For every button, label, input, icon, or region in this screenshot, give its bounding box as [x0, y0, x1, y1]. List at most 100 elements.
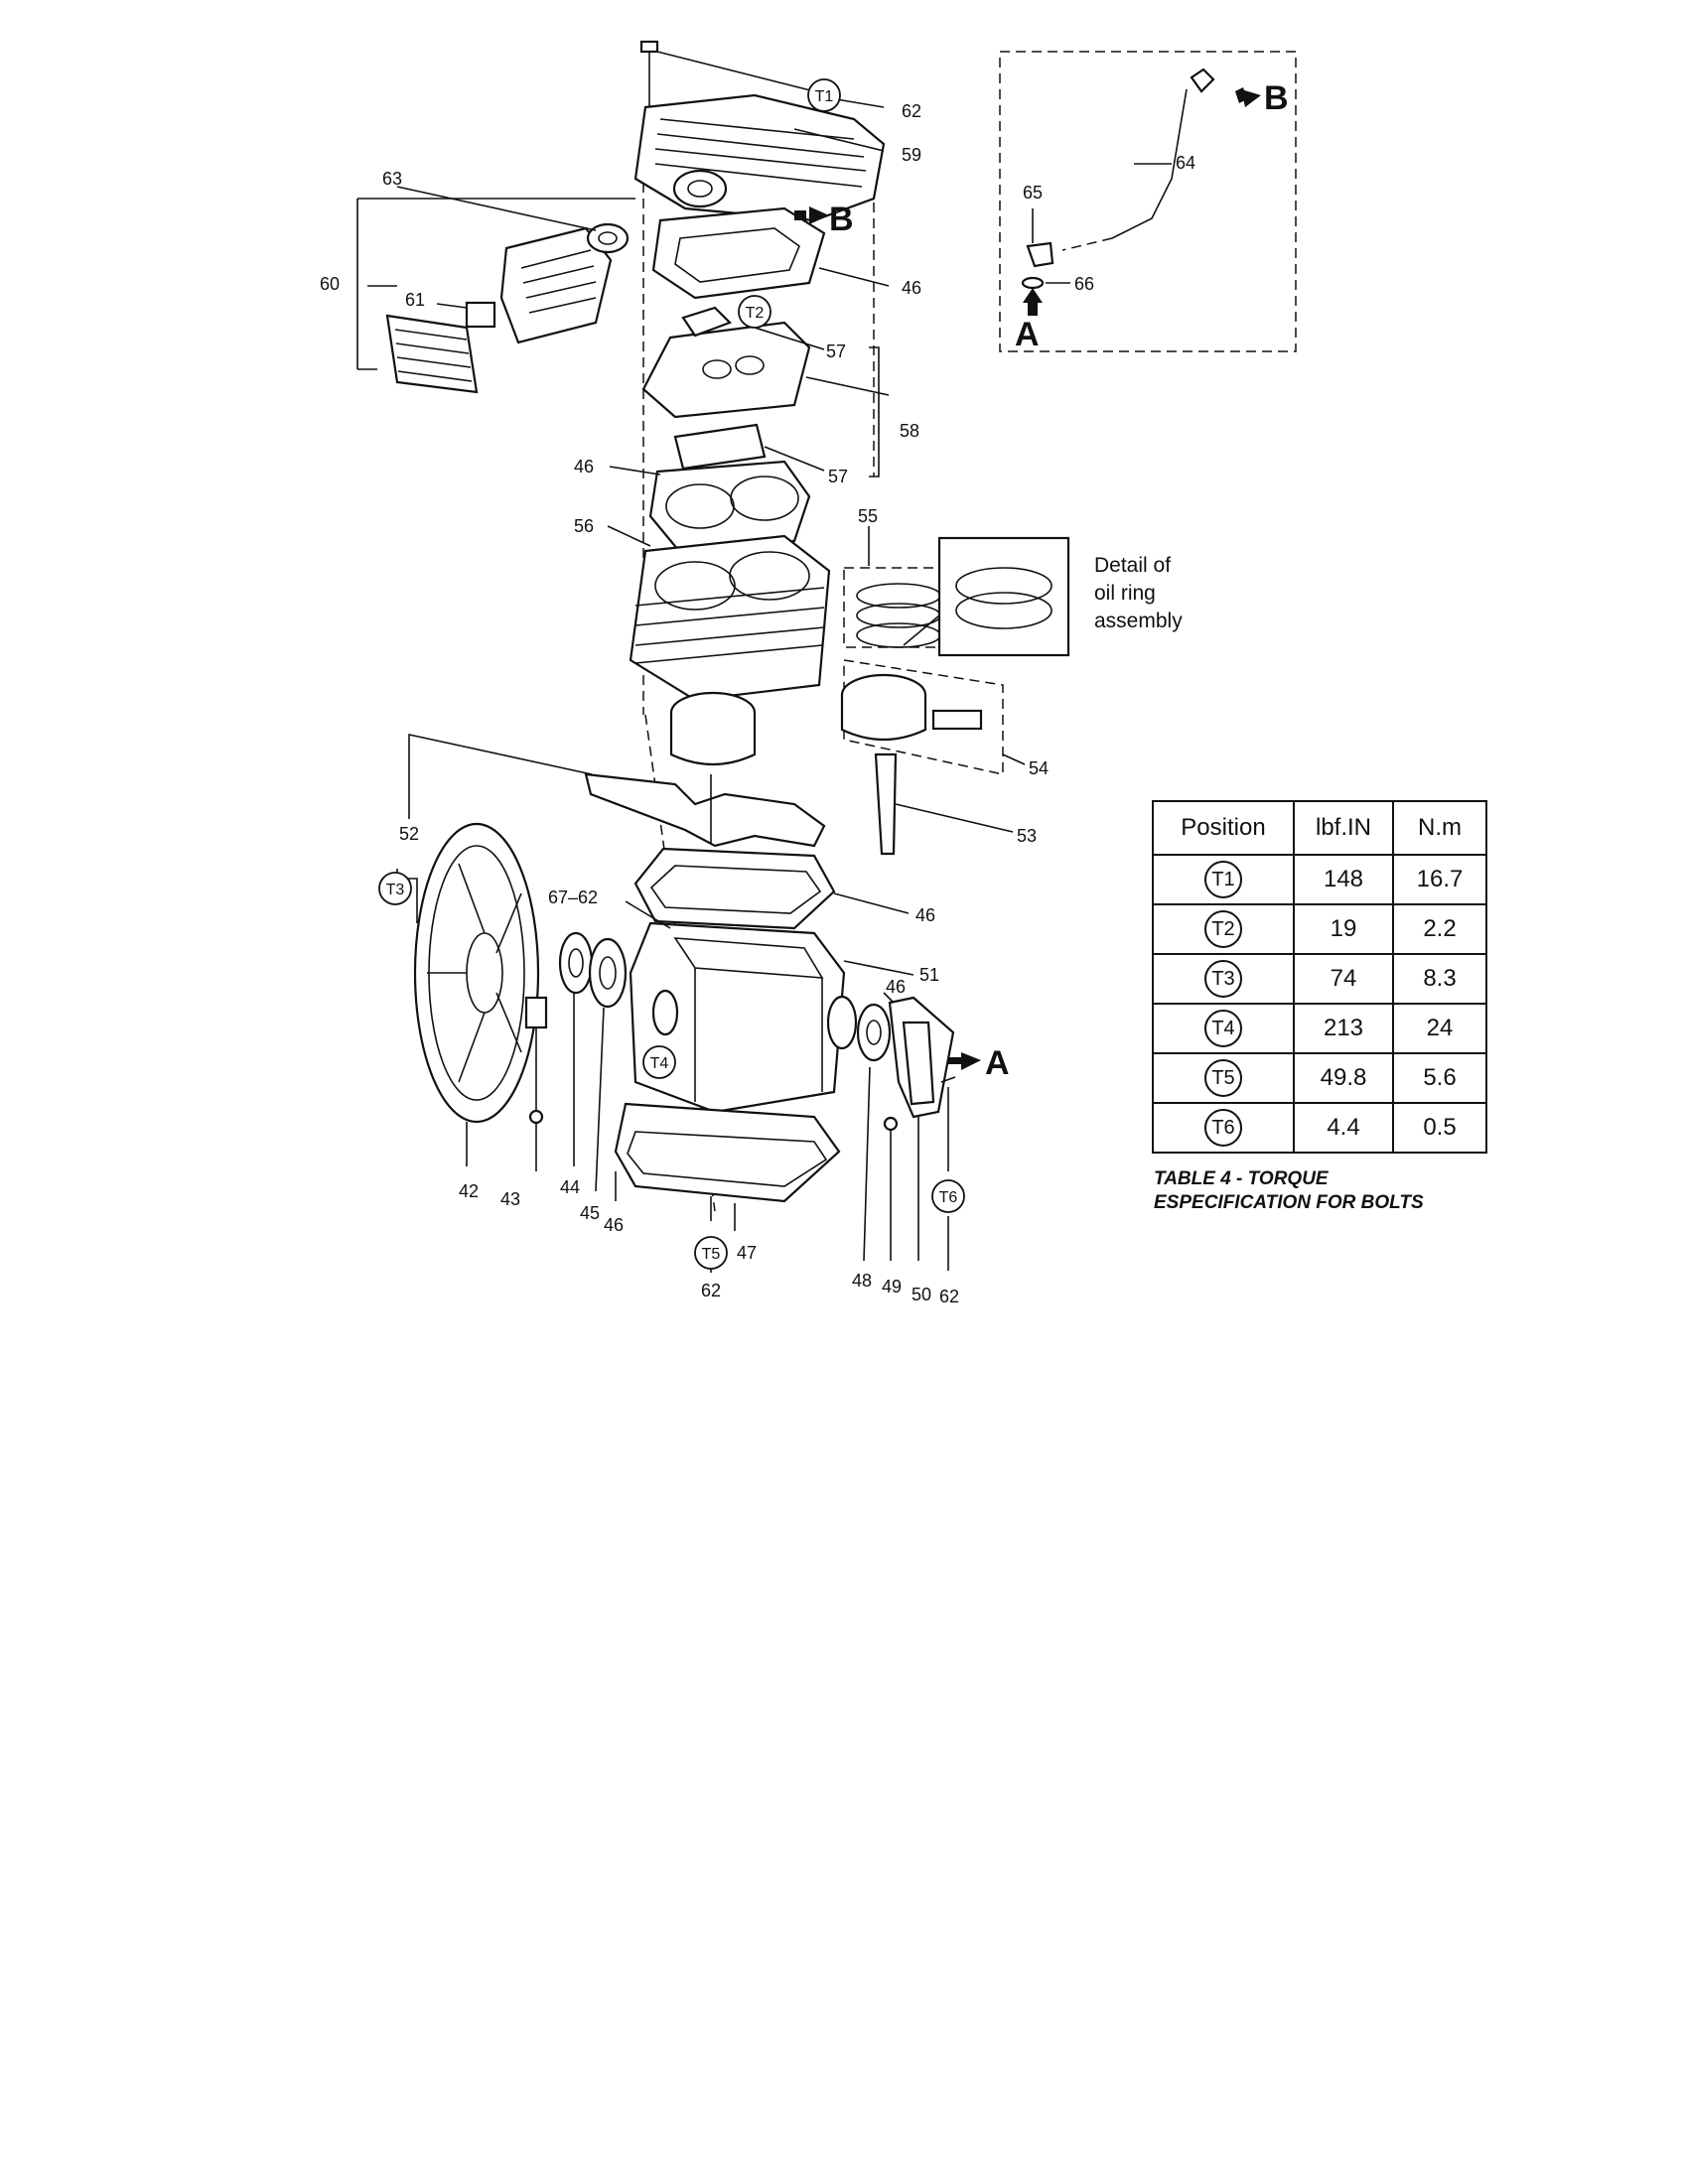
torque-marker-t1: T1	[807, 78, 841, 112]
position-cell: T4	[1152, 1003, 1295, 1054]
flow-label-b-inset: B	[1264, 79, 1289, 117]
nm-cell: 5.6	[1392, 1052, 1487, 1104]
lbf-in-cell: 4.4	[1293, 1102, 1394, 1154]
oil-pan	[614, 1102, 841, 1221]
torque-marker-t3: T3	[378, 872, 412, 905]
position-badge: T5	[1204, 1059, 1242, 1097]
lbf-in-cell: 148	[1293, 854, 1394, 905]
head-gasket-upper	[651, 206, 826, 300]
callout-63: 63	[382, 169, 402, 189]
position-badge: T2	[1204, 910, 1242, 948]
oil-breather-inset	[999, 51, 1297, 352]
callout-57-b: 57	[828, 467, 848, 486]
svg-text:T2: T2	[746, 305, 765, 322]
lbf-in-cell: 74	[1293, 953, 1394, 1005]
lbf-in-cell: 213	[1293, 1003, 1394, 1054]
crankshaft	[584, 691, 826, 848]
header-nm: N.m	[1392, 800, 1487, 856]
position-badge: T3	[1204, 960, 1242, 998]
callout-62-bottom: 62	[701, 1281, 721, 1300]
callout-60: 60	[320, 274, 340, 294]
nm-cell: 0.5	[1392, 1102, 1487, 1154]
callout-42: 42	[459, 1181, 479, 1201]
callout-54: 54	[1029, 758, 1049, 778]
position-cell: T2	[1152, 903, 1295, 955]
callout-62-right: 62	[939, 1287, 959, 1306]
table-row: T4 213 24	[1152, 1003, 1487, 1054]
callout-65: 65	[1023, 183, 1043, 203]
callout-43: 43	[500, 1189, 520, 1209]
nm-cell: 8.3	[1392, 953, 1487, 1005]
arrow-a-inset	[1023, 288, 1043, 316]
callout-66: 66	[1074, 274, 1094, 294]
position-badge: T1	[1204, 861, 1242, 898]
callout-48: 48	[852, 1271, 872, 1291]
lbf-in-cell: 19	[1293, 903, 1394, 955]
dipstick	[524, 996, 548, 1125]
callout-62-top: 62	[902, 101, 921, 121]
torque-marker-t2: T2	[738, 295, 772, 329]
svg-text:oil ring: oil ring	[1094, 582, 1156, 605]
callout-58: 58	[900, 421, 919, 441]
arrow-b-inset	[1235, 87, 1261, 107]
bearings	[558, 931, 892, 1062]
table-caption-line-1: TABLE 4 - TORQUE	[1154, 1168, 1329, 1189]
oil-ring-detail	[903, 536, 1070, 657]
position-cell: T3	[1152, 953, 1295, 1005]
callout-46-e: 46	[604, 1215, 624, 1235]
torque-marker-t6: T6	[931, 1179, 965, 1213]
callout-47: 47	[737, 1243, 757, 1263]
piston-ring-set	[843, 567, 954, 648]
svg-text:assembly: assembly	[1094, 610, 1183, 632]
callout-61: 61	[405, 290, 425, 310]
head-gasket-lower	[648, 460, 811, 558]
position-cell: T1	[1152, 854, 1295, 905]
torque-table: Position lbf.IN N.m T1 148 16.7 T2 19 2.…	[1152, 800, 1487, 1154]
callout-45: 45	[580, 1203, 600, 1223]
valve-plate	[641, 306, 811, 471]
leader-lines	[367, 51, 1172, 1273]
callout-59: 59	[902, 145, 921, 165]
arrow-a-right	[948, 1052, 981, 1070]
svg-text:T3: T3	[386, 882, 405, 898]
piston-assembly	[840, 659, 1004, 856]
table-row: T3 74 8.3	[1152, 953, 1487, 1005]
nm-cell: 2.2	[1392, 903, 1487, 955]
crankcase	[629, 921, 858, 1114]
lbf-in-cell: 49.8	[1293, 1052, 1394, 1104]
svg-text:T5: T5	[702, 1246, 721, 1263]
callout-44: 44	[560, 1177, 580, 1197]
position-badge: T6	[1204, 1109, 1242, 1147]
crankcase-top-gasket	[633, 847, 836, 930]
callout-labels: 62 59 63 46 60 61 57 58 57 46 56 55 54 5…	[320, 101, 1195, 1306]
table-row: T6 4.4 0.5	[1152, 1102, 1487, 1154]
callout-53: 53	[1017, 826, 1037, 846]
nm-cell: 16.7	[1392, 854, 1487, 905]
svg-text:Detail of: Detail of	[1094, 554, 1171, 577]
callout-67-62: 67–62	[548, 887, 598, 907]
torque-markers: T1 T2 T3 T4 T5 T6	[378, 78, 965, 1270]
svg-text:T6: T6	[939, 1189, 958, 1206]
table-row: T1 148 16.7	[1152, 854, 1487, 905]
callout-56: 56	[574, 516, 594, 536]
torque-table-header-row: Position lbf.IN N.m	[1152, 800, 1487, 856]
table-caption: TABLE 4 - TORQUE ESPECIFICATION FOR BOLT…	[1154, 1167, 1491, 1215]
torque-marker-t4: T4	[642, 1045, 676, 1079]
svg-text:T1: T1	[815, 88, 834, 105]
flow-label-a-right: A	[985, 1044, 1010, 1082]
callout-55: 55	[858, 506, 878, 526]
table-row: T2 19 2.2	[1152, 903, 1487, 955]
callout-46-a: 46	[902, 278, 921, 298]
end-cover	[883, 996, 956, 1132]
callout-46-d: 46	[886, 977, 906, 997]
callout-46-b: 46	[574, 457, 594, 477]
callout-50: 50	[912, 1285, 931, 1304]
oil-ring-detail-note: Detail of oil ring assembly	[1094, 554, 1183, 632]
torque-marker-t5: T5	[694, 1236, 728, 1270]
position-cell: T6	[1152, 1102, 1295, 1154]
position-badge: T4	[1204, 1010, 1242, 1047]
flywheel	[413, 822, 540, 1124]
flow-arrows: B A B A	[794, 79, 1289, 1082]
table-row: T5 49.8 5.6	[1152, 1052, 1487, 1104]
callout-46-c: 46	[915, 905, 935, 925]
